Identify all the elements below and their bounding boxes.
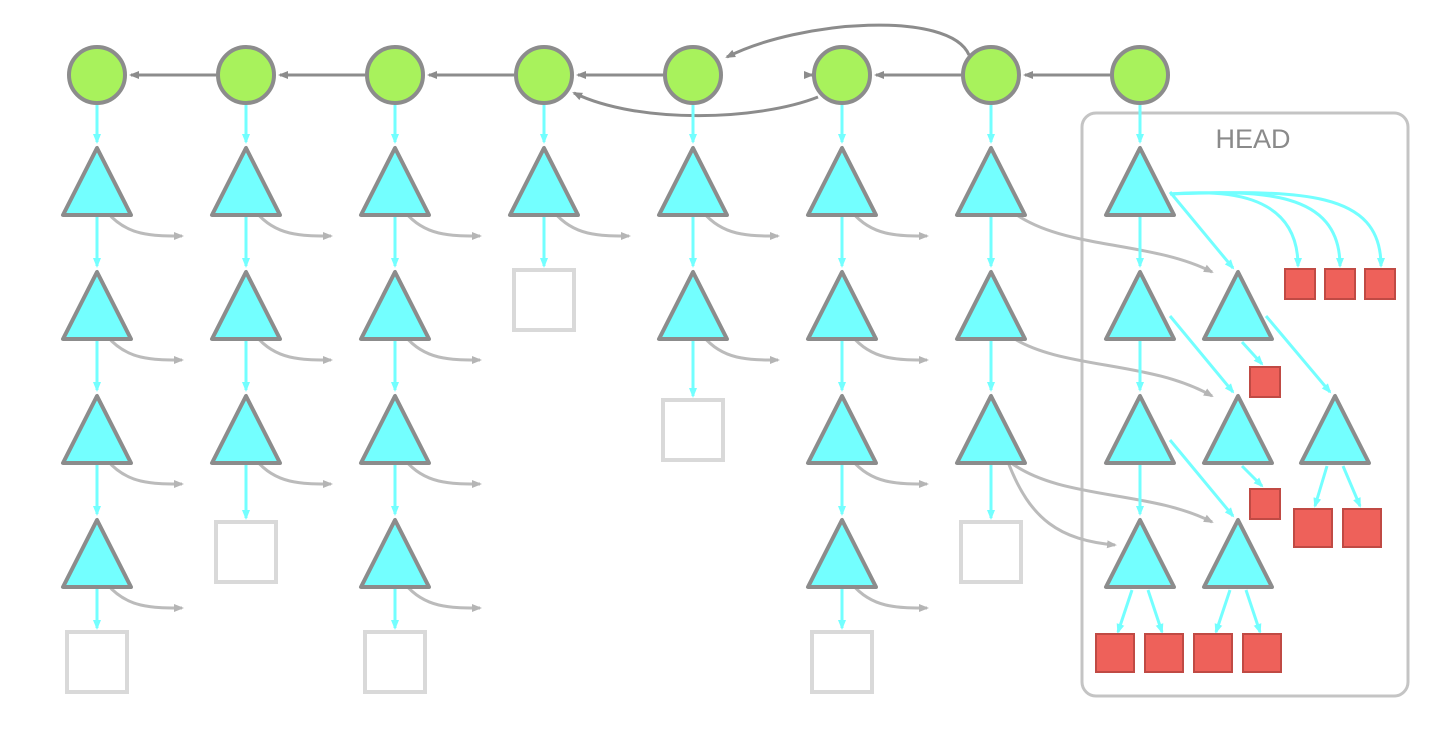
shared-tree-link [701, 211, 780, 240]
tree-node [806, 518, 878, 589]
blob [1364, 268, 1396, 300]
tree-blob-link [1244, 589, 1262, 634]
tree-node [61, 518, 133, 589]
shared-tree-link [850, 211, 929, 240]
tree-node [1104, 518, 1176, 589]
commit-node [514, 45, 574, 105]
shared-tree-link [1009, 460, 1214, 524]
tree-node [955, 146, 1027, 217]
tree-node [806, 270, 878, 341]
shared-tree-link [403, 211, 482, 240]
blob [1342, 508, 1382, 548]
merge-parent-link [572, 91, 819, 118]
empty-blob [214, 520, 278, 584]
shared-tree-link [701, 335, 780, 364]
empty-blob [363, 630, 427, 694]
tree-blob-link [1169, 191, 1302, 268]
commit-node [812, 45, 872, 105]
tree-node [210, 394, 282, 465]
shared-tree-link [254, 335, 333, 364]
shared-tree-link [850, 335, 929, 364]
empty-blob [959, 520, 1023, 584]
empty-blob [661, 398, 725, 462]
blob [1242, 633, 1282, 673]
shared-tree-link [105, 583, 184, 612]
blob [1324, 268, 1356, 300]
commit-node [365, 45, 425, 105]
tree-node [1202, 518, 1274, 589]
tree-node [359, 518, 431, 589]
tree-node [657, 146, 729, 217]
commit-node [67, 45, 127, 105]
shared-tree-link [254, 211, 333, 240]
tree-link [1168, 315, 1235, 394]
tree-link [1264, 315, 1332, 394]
tree-node [657, 270, 729, 341]
tree-node [1104, 146, 1176, 217]
tree-link [1168, 191, 1235, 270]
tree-node [1299, 394, 1371, 465]
tree-link [1168, 439, 1235, 518]
empty-blob [810, 630, 874, 694]
tree-node [1104, 270, 1176, 341]
blob [1249, 488, 1281, 520]
shared-tree-link [403, 583, 482, 612]
tree-node [210, 270, 282, 341]
blob [1193, 633, 1233, 673]
tree-node [210, 146, 282, 217]
shared-tree-link [850, 459, 929, 488]
tree-node [61, 394, 133, 465]
commit-node [1110, 45, 1170, 105]
tree-blob-link [1169, 191, 1385, 268]
tree-node [61, 146, 133, 217]
shared-tree-link [105, 335, 184, 364]
commit-node [663, 45, 723, 105]
tree-blob-link [1214, 589, 1232, 634]
tree-node [61, 270, 133, 341]
tree-node [1202, 394, 1274, 465]
commit-node [961, 45, 1021, 105]
blob [1293, 508, 1333, 548]
shared-tree-link [1006, 461, 1117, 549]
tree-node [955, 270, 1027, 341]
shared-tree-link [254, 459, 333, 488]
shared-tree-link [1009, 208, 1214, 274]
tree-node [1104, 394, 1176, 465]
tree-node [359, 270, 431, 341]
shared-tree-link [403, 335, 482, 364]
tree-node [1202, 270, 1274, 341]
tree-blob-link [1341, 465, 1362, 508]
shared-tree-link [105, 459, 184, 488]
tree-node [508, 146, 580, 217]
blob [1095, 633, 1135, 673]
tree-node [955, 394, 1027, 465]
tree-blob-link [1313, 465, 1329, 508]
tree-node [806, 146, 878, 217]
blob [1284, 268, 1316, 300]
tree-blob-link [1116, 589, 1134, 634]
empty-blob [512, 268, 576, 332]
tree-blob-link [1146, 589, 1164, 634]
head-box [1080, 111, 1410, 698]
tree-node [806, 394, 878, 465]
tree-node [359, 394, 431, 465]
blob [1144, 633, 1184, 673]
shared-tree-link [403, 459, 482, 488]
tree-blob-link [1240, 464, 1264, 488]
head-label: HEAD [1215, 124, 1290, 154]
tree-blob-link [1240, 340, 1264, 366]
merge-parent-link [725, 23, 971, 59]
commit-node [216, 45, 276, 105]
shared-tree-link [105, 211, 184, 240]
tree-blob-link [1169, 191, 1344, 268]
empty-blob [65, 630, 129, 694]
tree-node [359, 146, 431, 217]
shared-tree-link [850, 583, 929, 612]
shared-tree-link [1009, 334, 1214, 398]
blob [1249, 366, 1281, 398]
shared-tree-link [552, 211, 631, 240]
